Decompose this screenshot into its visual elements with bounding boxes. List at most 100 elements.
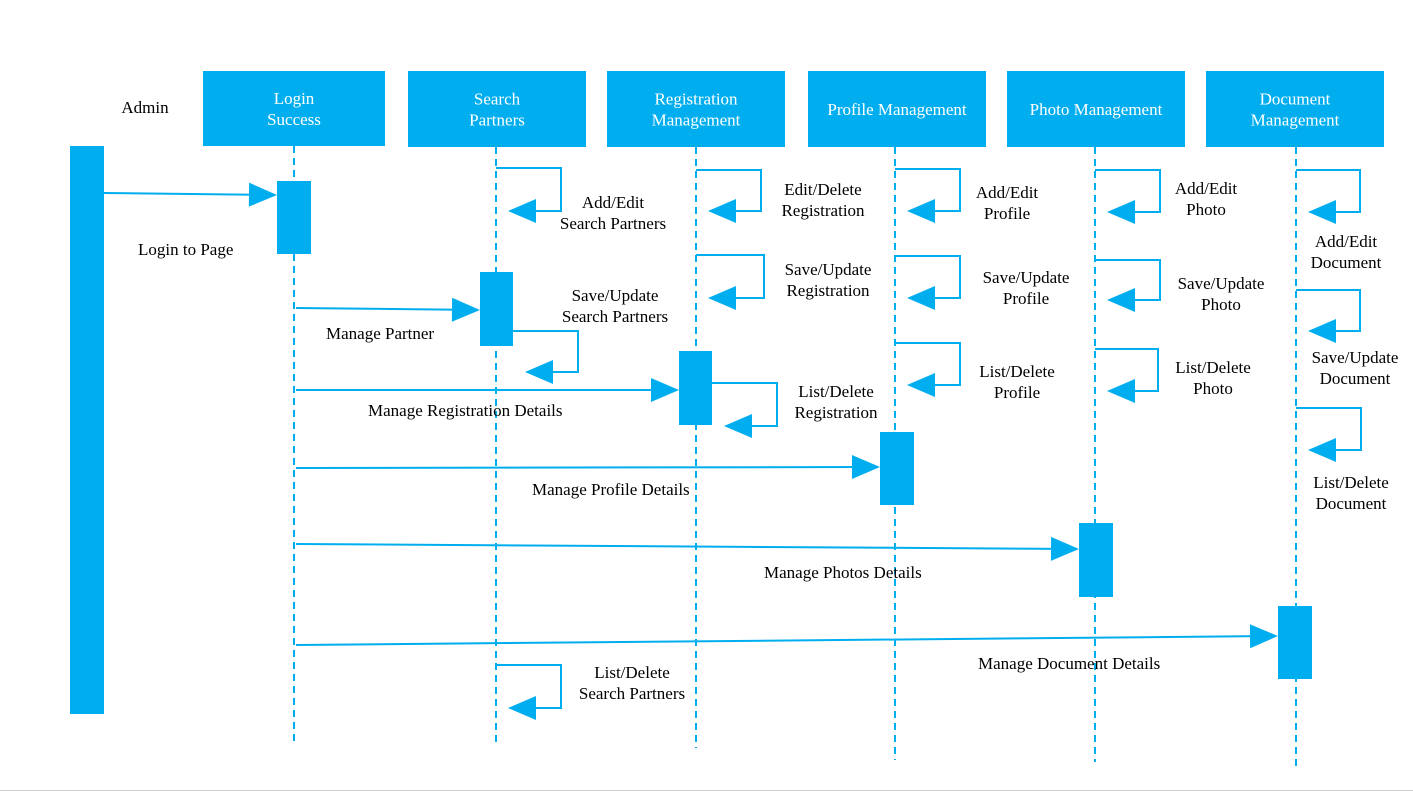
lifeline-title-line: Management [652, 111, 741, 130]
self-message-label-line: Photo [1201, 295, 1241, 314]
self-message-label-line: Photo [1186, 200, 1226, 219]
lifeline-header-search [408, 71, 586, 147]
message-label: Manage Document Details [978, 654, 1160, 673]
self-message-label-line: List/Delete [1175, 358, 1251, 377]
self-message-arrowhead [508, 696, 536, 720]
self-message-loop [1095, 348, 1159, 392]
self-message-loop [696, 254, 765, 299]
message-label: Manage Registration Details [368, 401, 563, 420]
self-message-loop [1095, 259, 1161, 301]
self-message-loop [895, 255, 961, 299]
message-label: Manage Profile Details [532, 480, 690, 499]
activation-profile [880, 432, 914, 505]
lifeline-title-line: Photo Management [1030, 100, 1163, 119]
self-message-label-line: Profile [1003, 289, 1049, 308]
self-message-label-line: Save/Update [1312, 348, 1399, 367]
lifeline-title-photo: Photo Management [1030, 100, 1163, 119]
message-line [295, 635, 1259, 646]
lifeline-title-line: Partners [469, 111, 525, 130]
message-line [295, 543, 1060, 550]
self-message-arrowhead [1308, 438, 1336, 462]
self-message-label-line: Add/Edit [1315, 232, 1378, 251]
message-line [103, 192, 258, 196]
self-message-label-line: List/Delete [594, 663, 670, 682]
self-message-label-line: List/Delete [798, 382, 874, 401]
self-message-arrowhead [724, 414, 752, 438]
message-arrowhead [451, 297, 480, 322]
actor-activation-bar [70, 146, 104, 714]
message-arrowhead [651, 378, 679, 402]
self-message-loop [895, 342, 961, 386]
activation-search [480, 272, 513, 346]
self-message-label-line: Edit/Delete [784, 180, 861, 199]
self-message-label-line: Profile [984, 204, 1030, 223]
activation-registration [679, 351, 712, 425]
lifeline-title-line: Document [1260, 90, 1331, 109]
actor-label: Admin [121, 98, 169, 117]
lifeline-header-registration [607, 71, 785, 147]
bottom-divider [0, 790, 1413, 791]
message-label: Manage Photos Details [764, 563, 922, 582]
lifeline-title-line: Management [1251, 111, 1340, 130]
self-message-arrowhead [708, 286, 736, 310]
lifeline-title-line: Registration [654, 90, 738, 109]
self-message-label-line: Add/Edit [582, 193, 645, 212]
message-arrowhead [851, 455, 880, 480]
self-message-loop [712, 382, 778, 427]
message-arrowhead [1050, 536, 1079, 561]
lifeline-title-line: Login [274, 89, 315, 108]
self-message-arrowhead [1107, 379, 1135, 403]
activation-login [277, 181, 311, 254]
self-message-loop [1296, 289, 1361, 332]
lifeline-header-profile [808, 71, 986, 147]
message-label: Manage Partner [326, 324, 434, 343]
self-message-arrowhead [508, 199, 536, 223]
message-line [295, 466, 861, 469]
self-message-arrowhead [1107, 288, 1135, 312]
self-message-label-line: List/Delete [979, 362, 1055, 381]
self-message-loop [513, 330, 579, 373]
message-arrowhead [248, 182, 277, 207]
lifeline-title-profile: Profile Management [827, 100, 967, 119]
self-message-arrowhead [907, 373, 935, 397]
self-message-label-line: Search Partners [562, 307, 668, 326]
self-message-label-line: Photo [1193, 379, 1233, 398]
self-message-arrowhead [907, 199, 935, 223]
self-message-label-line: Registration [794, 403, 878, 422]
self-message-arrowhead [1308, 319, 1336, 343]
lifeline-title-line: Search [474, 90, 521, 109]
self-message-label-line: List/Delete [1313, 473, 1389, 492]
self-message-arrowhead [708, 199, 736, 223]
self-message-label-line: Document [1316, 494, 1387, 513]
self-message-label-line: Registration [786, 281, 870, 300]
message-arrowhead [1249, 624, 1278, 649]
self-message-loop [1296, 407, 1362, 451]
self-message-label-line: Search Partners [560, 214, 666, 233]
self-message-label-line: Save/Update [983, 268, 1070, 287]
self-message-label-line: Add/Edit [976, 183, 1039, 202]
self-message-label-line: Save/Update [1178, 274, 1265, 293]
self-message-loop [496, 167, 562, 212]
self-message-loop [1095, 169, 1161, 213]
lifeline-header-document [1206, 71, 1384, 147]
message-line [295, 307, 461, 311]
self-message-arrowhead [907, 286, 935, 310]
self-message-arrowhead [1107, 200, 1135, 224]
